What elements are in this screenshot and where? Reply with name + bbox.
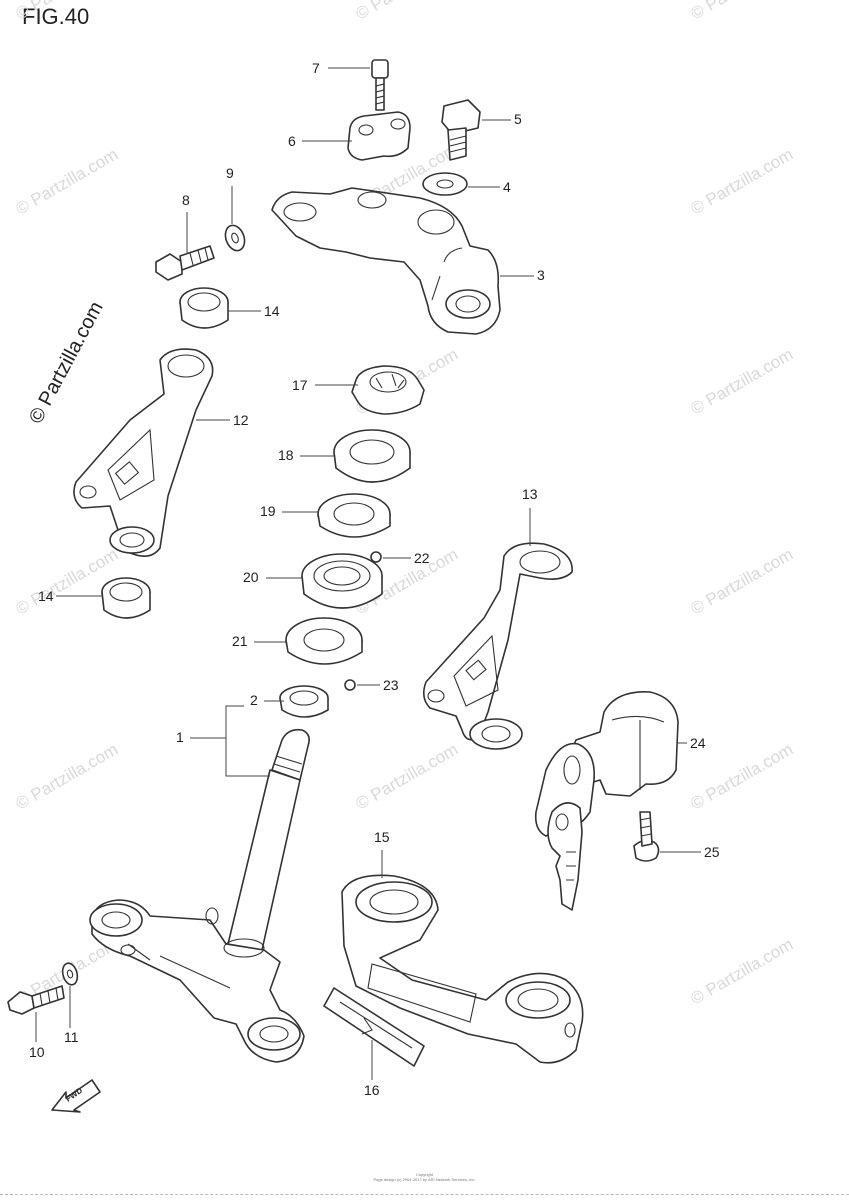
part-17-nut bbox=[351, 365, 425, 415]
callout-25: 25 bbox=[704, 844, 720, 860]
part-4-washer bbox=[422, 172, 468, 196]
side-watermark: © Partzilla.com bbox=[25, 298, 108, 427]
callout-19: 19 bbox=[260, 503, 276, 519]
watermark: © Partzilla.com bbox=[353, 740, 462, 814]
callouts: 1234567891011121314141516171819202122232… bbox=[29, 60, 720, 1098]
part-14-collar-lower bbox=[101, 577, 151, 619]
callout-20: 20 bbox=[243, 569, 259, 585]
part-7-bolt bbox=[371, 59, 389, 111]
callout-22: 22 bbox=[414, 550, 430, 566]
callout-10: 10 bbox=[29, 1044, 45, 1060]
watermark: © Partzilla.com bbox=[13, 0, 122, 23]
part-24-steering-lock bbox=[534, 691, 679, 911]
callout-18: 18 bbox=[278, 447, 294, 463]
part-13-right-bracket bbox=[422, 542, 573, 750]
callout-9: 9 bbox=[226, 165, 234, 181]
callout-3: 3 bbox=[537, 267, 545, 283]
part-21-race bbox=[285, 617, 363, 665]
callout-16: 16 bbox=[364, 1082, 380, 1098]
copyright-line-2: Page design (c) 2004-2017 by ARI Network… bbox=[373, 1177, 476, 1182]
figure-title: FIG.40 bbox=[22, 4, 90, 29]
callout-6: 6 bbox=[288, 133, 296, 149]
callout-5: 5 bbox=[514, 111, 522, 127]
part-14-collar-upper bbox=[179, 287, 229, 329]
part-16-label-plate bbox=[323, 987, 425, 1067]
part-11-washer bbox=[61, 962, 79, 986]
callout-8: 8 bbox=[182, 192, 190, 208]
part-6-clamp bbox=[347, 111, 411, 161]
part-23-ball bbox=[344, 679, 356, 691]
callout-14a: 14 bbox=[264, 303, 280, 319]
bottom-divider bbox=[0, 1194, 849, 1195]
part-9-washer bbox=[224, 224, 246, 252]
callout-14b: 14 bbox=[38, 588, 54, 604]
callout-4: 4 bbox=[503, 179, 511, 195]
forward-direction-arrow: FWD bbox=[51, 1079, 101, 1113]
watermark: © Partzilla.com bbox=[688, 345, 797, 419]
callout-23: 23 bbox=[383, 677, 399, 693]
copyright-footer: Copyright Page design (c) 2004-2017 by A… bbox=[0, 1172, 849, 1182]
callout-1: 1 bbox=[176, 729, 184, 745]
callout-15: 15 bbox=[374, 829, 390, 845]
part-22-ball bbox=[370, 551, 382, 563]
part-19-seal bbox=[317, 493, 391, 538]
part-1-steering-stem bbox=[89, 728, 310, 1063]
part-8-bolt bbox=[155, 245, 215, 281]
part-10-bolt bbox=[7, 985, 65, 1015]
watermark: © Partzilla.com bbox=[688, 935, 797, 1009]
callout-leader-1 bbox=[190, 705, 270, 777]
callout-17: 17 bbox=[292, 377, 308, 393]
callout-24: 24 bbox=[690, 735, 706, 751]
watermark: © Partzilla.com bbox=[688, 0, 797, 23]
watermark: © Partzilla.com bbox=[353, 0, 462, 23]
callout-2: 2 bbox=[250, 692, 258, 708]
watermark: © Partzilla.com bbox=[688, 145, 797, 219]
watermark: © Partzilla.com bbox=[13, 145, 122, 219]
part-20-bearing bbox=[301, 553, 383, 609]
copyright-line-1: Copyright bbox=[415, 1172, 434, 1177]
part-5-bolt bbox=[441, 99, 481, 161]
callout-12: 12 bbox=[233, 412, 249, 428]
callout-21: 21 bbox=[232, 633, 248, 649]
part-3-upper-bracket bbox=[271, 187, 501, 335]
watermark: © Partzilla.com bbox=[688, 545, 797, 619]
part-18-race bbox=[333, 429, 411, 483]
part-12-left-bracket bbox=[73, 348, 214, 557]
callout-13: 13 bbox=[522, 486, 538, 502]
part-15-cover bbox=[341, 874, 584, 1064]
watermark: © Partzilla.com bbox=[13, 740, 122, 814]
callout-7: 7 bbox=[312, 60, 320, 76]
callout-11: 11 bbox=[64, 1029, 79, 1045]
part-2-collar bbox=[279, 685, 329, 718]
part-25-screw bbox=[633, 811, 660, 862]
